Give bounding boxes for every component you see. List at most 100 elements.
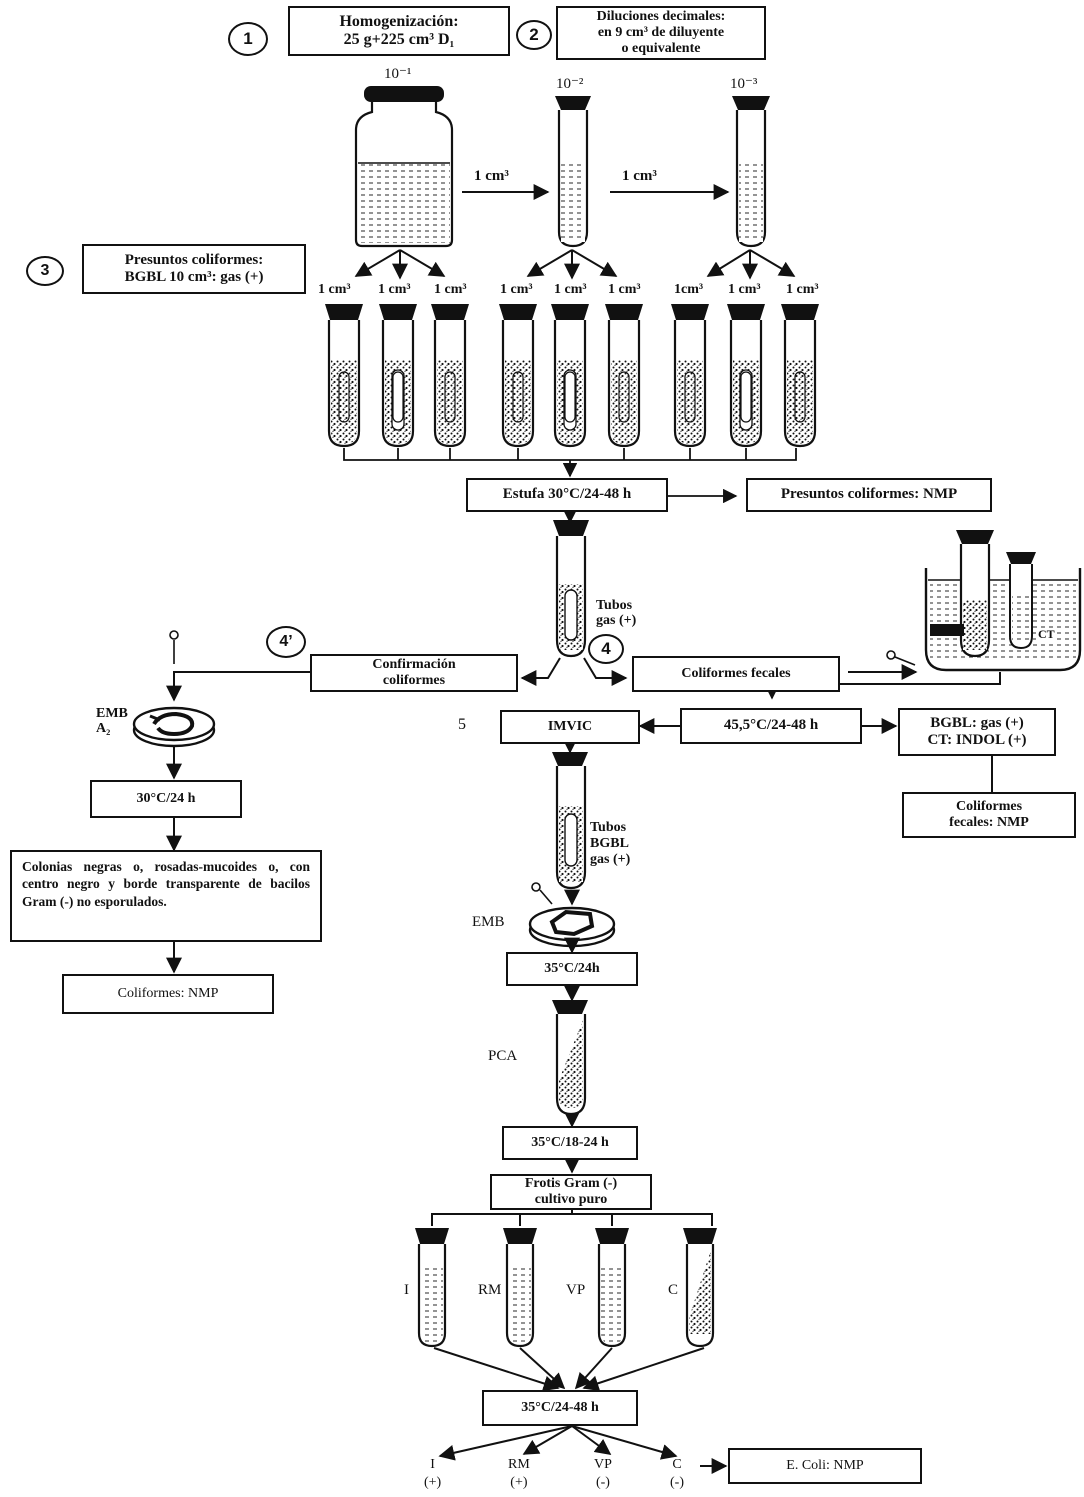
presumptive-line-1: Presuntos coliformes: xyxy=(124,251,264,268)
gram-line-2: cultivo puro xyxy=(534,1192,608,1207)
bgbl-tube xyxy=(379,304,417,448)
dilution-label-3: 10⁻³ xyxy=(730,76,758,92)
result-vp-sign: (-) xyxy=(595,1475,610,1491)
transfer-label-1: 1 cm³ xyxy=(474,168,509,184)
imvic-tube-label-c: C xyxy=(668,1282,679,1298)
result-rm: RM (+) xyxy=(508,1456,530,1492)
dilution-label-2: 10⁻² xyxy=(556,76,584,92)
dilution-label-1: 10⁻¹ xyxy=(384,66,412,82)
fecal-nmp-line-1: Coliformes xyxy=(955,798,1023,814)
bgbl-tubes-line-3: gas (+) xyxy=(590,852,631,868)
confirm-line-1: Confirmación xyxy=(372,656,456,672)
emb-label: EMB xyxy=(472,914,505,930)
homog-line-1: Homogenización: xyxy=(339,12,459,30)
fecal-coliforms-box: Coliformes fecales xyxy=(632,656,840,692)
inoc-label-4: 1 cm³ xyxy=(500,282,533,297)
inoc-label-6: 1 cm³ xyxy=(608,282,641,297)
imvic-tube-label-vp: VP xyxy=(566,1282,586,1298)
center-arrows xyxy=(431,889,713,1226)
result-vp: VP (-) xyxy=(594,1456,612,1492)
step-5-label: 5 xyxy=(458,716,466,733)
bgbl-tube xyxy=(605,304,643,448)
collection-lines xyxy=(343,448,797,524)
tube-pca-slant xyxy=(552,1000,588,1116)
ecoli-nmp-box: E. Coli: NMP xyxy=(728,1448,922,1484)
gram-smear-box: Frotis Gram (-) cultivo puro xyxy=(490,1174,652,1210)
result-vp-test: VP xyxy=(594,1457,612,1472)
colonies-description-box: Colonias negras o, rosadas-mucoides o, c… xyxy=(10,850,322,942)
result-c-sign: (-) xyxy=(670,1475,684,1491)
fecal-nmp-box: Coliformes fecales: NMP xyxy=(902,792,1076,838)
gas-tubes-line-2: gas (+) xyxy=(596,613,637,629)
tube-bgbl-positive xyxy=(552,752,588,890)
result-c-test: C xyxy=(672,1457,682,1472)
homog-line-2: 25 g+225 cm³ D₁ xyxy=(343,31,455,48)
bgbl-tube xyxy=(727,304,765,448)
gas-tubes-line-1: Tubos xyxy=(596,598,633,613)
inoc-label-8: 1 cm³ xyxy=(728,282,761,297)
pca-label: PCA xyxy=(488,1048,518,1064)
result-rm-sign: (+) xyxy=(510,1475,528,1491)
inoc-label-7: 1cm³ xyxy=(674,282,704,297)
converging-arrows xyxy=(433,1347,728,1474)
tube-dilution-3 xyxy=(732,96,770,248)
tube-gas-positive xyxy=(553,520,589,658)
result-i: I (+) xyxy=(424,1456,441,1492)
bgbl-tubes-line-2: BGBL xyxy=(590,836,629,852)
bgbl-tube xyxy=(431,304,469,448)
temp-35-24-box: 35°C/24h xyxy=(506,952,638,986)
temp-35-2448-box: 35°C/24-48 h xyxy=(482,1390,638,1426)
tube-dilution-2 xyxy=(555,96,591,248)
branch-arrows xyxy=(166,657,1001,974)
step-3-circle: 3 xyxy=(26,256,64,286)
step-4-circle: 4 xyxy=(588,634,624,664)
imvic-tube-row xyxy=(415,1228,717,1348)
bgbl-tube-row xyxy=(325,304,819,448)
loop-icon-right xyxy=(886,650,916,666)
transfer-label-2: 1 cm³ xyxy=(622,168,657,184)
fecal-nmp-line-2: fecales: NMP xyxy=(949,815,1029,830)
bgbl-ct-result-box: BGBL: gas (+) CT: INDOL (+) xyxy=(898,708,1056,756)
loop-icon-center xyxy=(531,882,553,905)
gram-line-1: Frotis Gram (-) xyxy=(524,1175,618,1191)
inoc-label-9: 1 cm³ xyxy=(786,282,819,297)
imvic-tube-vp xyxy=(595,1228,629,1348)
incubator-box: Estufa 30°C/24-48 h xyxy=(466,478,668,512)
gas-tubes-label: Tubos gas (+) xyxy=(596,598,636,629)
inoc-label-3: 1 cm³ xyxy=(434,282,467,297)
imvic-tube-i xyxy=(415,1228,449,1348)
dil-line-3: o equivalente xyxy=(621,41,701,57)
inoculation-arrows xyxy=(354,249,796,280)
inoc-label-1: 1 cm³ xyxy=(318,282,351,297)
petri-dish-emb-a2 xyxy=(132,706,216,748)
homogenization-box: Homogenización: 25 g+225 cm³ D₁ xyxy=(288,6,510,56)
water-bath xyxy=(924,530,1082,672)
step-1-circle: 1 xyxy=(228,22,268,56)
dilutions-box: Diluciones decimales: en 9 cm³ de diluye… xyxy=(556,6,766,60)
bgbl-tube xyxy=(781,304,819,448)
result-i-sign: (+) xyxy=(424,1475,442,1491)
bgbl-ct-line-2: CT: INDOL (+) xyxy=(927,732,1027,748)
bgbl-tubes-line-1: Tubos xyxy=(590,820,627,835)
result-c: C (-) xyxy=(670,1456,684,1492)
petri-dish-emb xyxy=(528,906,616,948)
bgbl-tube xyxy=(499,304,537,448)
step-4-prime-circle: 4’ xyxy=(266,626,306,658)
dil-line-2: en 9 cm³ de diluyente xyxy=(597,24,725,40)
imvic-tube-label-rm: RM xyxy=(478,1282,502,1298)
bgbl-tube xyxy=(671,304,709,448)
presumptive-nmp-box: Presuntos coliformes: NMP xyxy=(746,478,992,512)
confirm-line-2: coliformes xyxy=(382,673,446,688)
temp-30-box: 30°C/24 h xyxy=(90,780,242,818)
inoc-label-2: 1 cm³ xyxy=(378,282,411,297)
bgbl-tube xyxy=(551,304,589,448)
bgbl-ct-line-1: BGBL: gas (+) xyxy=(930,714,1024,731)
loop-icon-left xyxy=(169,630,179,664)
dil-line-1: Diluciones decimales: xyxy=(596,8,726,24)
inoc-label-5: 1 cm³ xyxy=(554,282,587,297)
coliforms-nmp-box: Coliformes: NMP xyxy=(62,974,274,1014)
result-i-test: I xyxy=(430,1457,435,1472)
temp-35-1824-box: 35°C/18-24 h xyxy=(502,1126,638,1160)
imvic-tube-rm xyxy=(503,1228,537,1348)
